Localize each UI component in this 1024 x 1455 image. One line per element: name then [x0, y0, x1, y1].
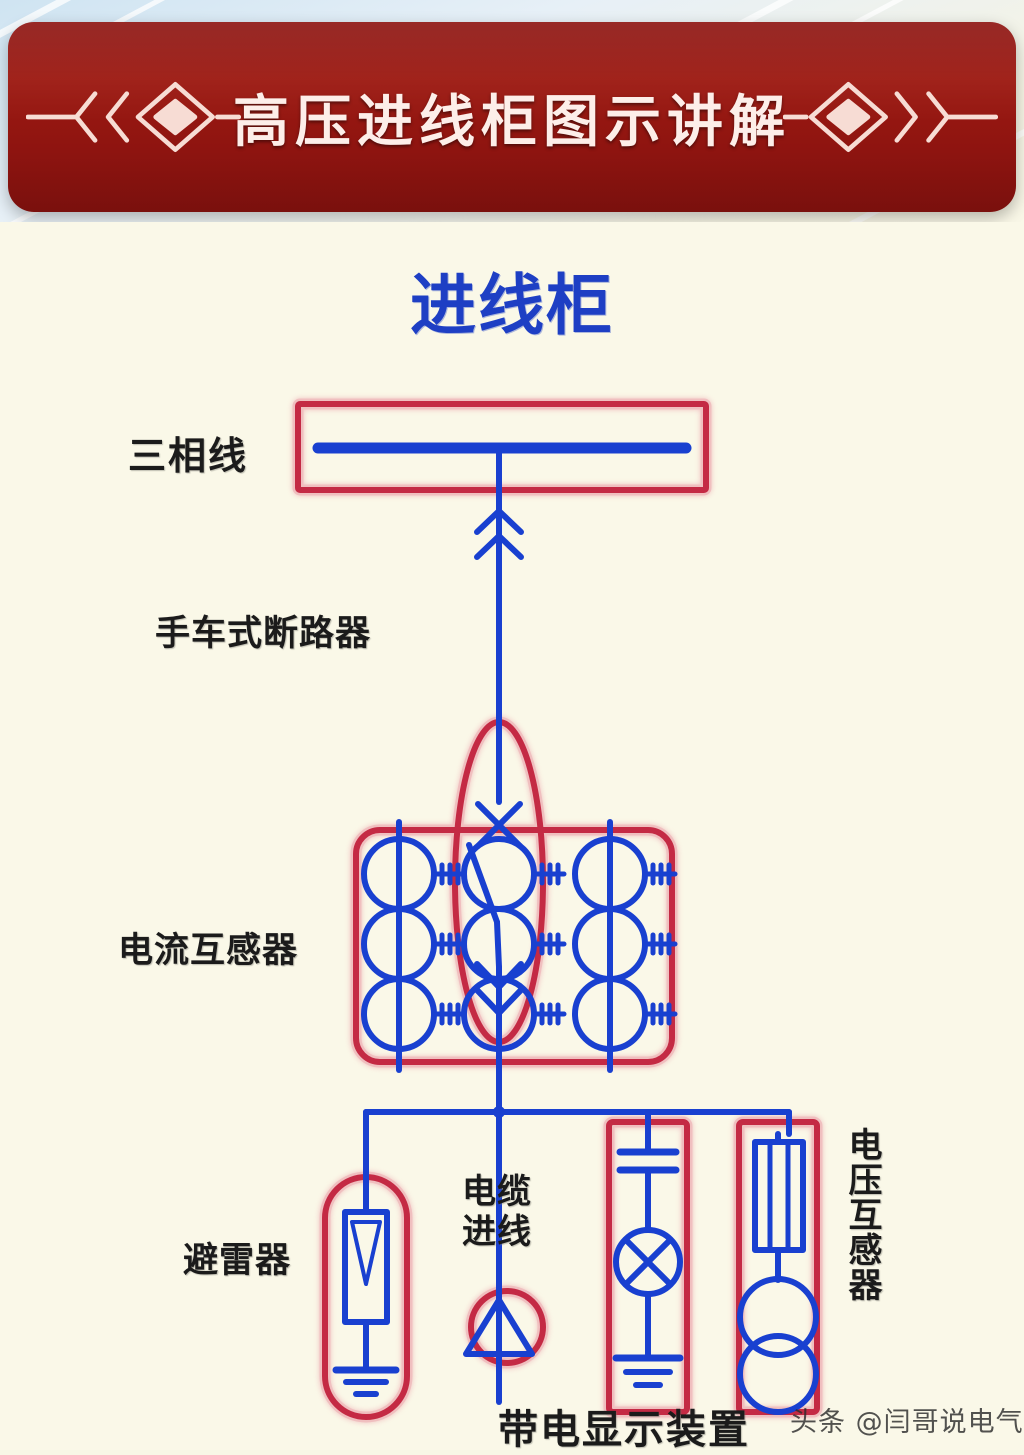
cable-inlet-symbol	[463, 1297, 535, 1357]
highlight-cable-inlet	[468, 1288, 546, 1366]
banner-plate: 高压进线柜图示讲解	[8, 22, 1016, 212]
surge-arrester-symbol	[332, 1189, 400, 1397]
label-cable-inlet: 电缆 进线	[462, 1172, 532, 1252]
voltage-transformer-symbol	[737, 1131, 819, 1415]
label-three-phase: 三相线	[128, 434, 249, 478]
live-display-device-symbol	[612, 1137, 684, 1388]
label-voltage-transformer: 电压互感器	[842, 1127, 882, 1302]
label-cable-inlet-line2: 进线	[462, 1212, 532, 1253]
banner-title-text: 高压进线柜图示讲解	[233, 88, 791, 155]
highlight-outlines	[295, 401, 820, 1420]
highlight-live-display	[606, 1119, 690, 1415]
handcart-circuit-breaker-symbol	[466, 491, 524, 1053]
ct-secondary-coils	[433, 862, 678, 1026]
three-phase-busbar-symbol	[312, 442, 692, 497]
junction-dots	[493, 1106, 505, 1118]
watermark: 头条 @闫哥说电气	[790, 1407, 1024, 1438]
diamond-chevron-ornament-right	[783, 82, 998, 152]
title-banner: 高压进线柜图示讲解	[8, 22, 1016, 222]
label-handcart-circuit-breaker: 手车式断路器	[155, 614, 372, 654]
diamond-chevron-ornament-left	[26, 82, 241, 152]
label-cable-inlet-line1: 电缆	[462, 1172, 532, 1212]
label-current-transformer: 电流互感器	[118, 931, 299, 971]
current-transformer-symbols	[361, 836, 648, 1052]
label-live-display-device: 带电显示装置	[498, 1407, 750, 1453]
label-surge-arrester: 避雷器	[183, 1241, 292, 1281]
switchgear-schematic-svg	[292, 398, 823, 1423]
distribution-bus	[363, 1059, 792, 1405]
page-title: 进线柜	[410, 267, 614, 344]
schematic-diagram: 进线柜	[0, 222, 1024, 1453]
